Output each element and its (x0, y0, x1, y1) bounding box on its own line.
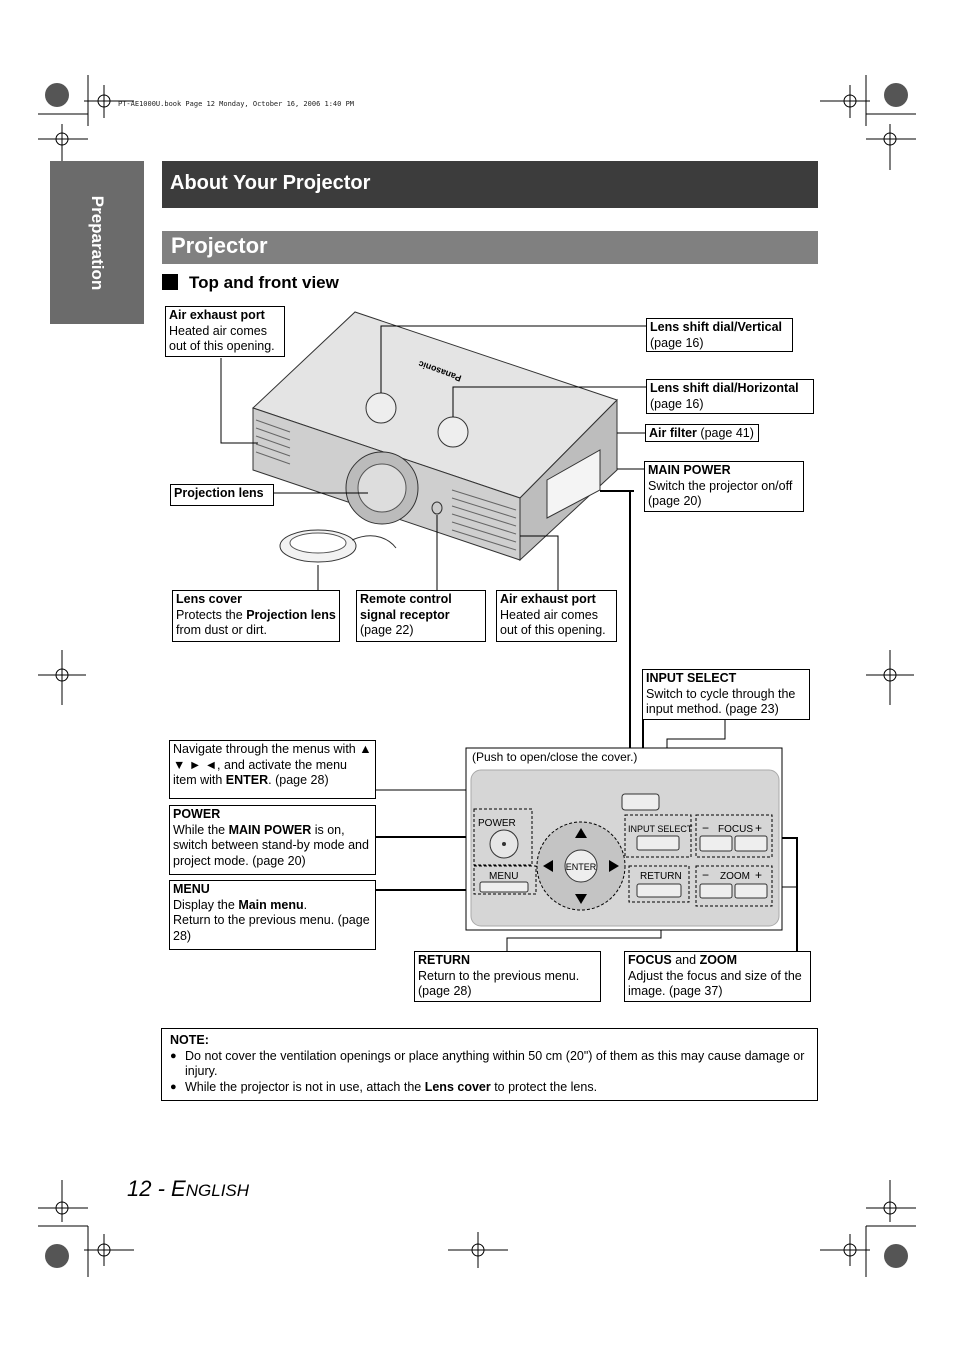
svg-text:FOCUS: FOCUS (718, 824, 753, 835)
panel-power-label: POWER (478, 818, 516, 829)
lens-shift-horizontal-dial (437, 416, 469, 448)
language-label: ENGLISH (171, 1176, 250, 1201)
svg-text:RETURN: RETURN (640, 871, 682, 882)
square-bullet-icon (162, 274, 178, 290)
section-title: Projector (162, 231, 818, 264)
svg-text:INPUT SELECT: INPUT SELECT (628, 824, 693, 834)
callout-menu: MENU Display the Main menu. Return to th… (169, 880, 376, 950)
panel-enter-button (564, 849, 598, 883)
callout-navigate: Navigate through the menus with ▲ ▼ ► ◄,… (169, 740, 376, 799)
svg-text:−: − (702, 821, 709, 835)
note-box: NOTE: Do not cover the ventilation openi… (161, 1028, 818, 1101)
svg-text:ZOOM: ZOOM (720, 871, 750, 882)
note-item: While the projector is not in use, attac… (170, 1080, 809, 1096)
callout-projection-lens: Projection lens (170, 484, 274, 506)
callout-air-exhaust-top: Air exhaust port Heated air comes out of… (165, 306, 285, 357)
callout-lens-shift-horizontal: Lens shift dial/Horizontal (page 16) (646, 379, 814, 414)
svg-text:MENU: MENU (489, 871, 518, 882)
subsection-title: Top and front view (189, 273, 339, 292)
svg-text:+: + (755, 868, 762, 882)
svg-text:ENTER: ENTER (566, 862, 597, 872)
remote-receptor-shape (431, 501, 443, 515)
panel-zoom-plus-button (734, 883, 768, 899)
panel-zoom-minus-button (699, 883, 733, 899)
callout-main-power: MAIN POWER Switch the projector on/off (… (644, 461, 804, 512)
svg-text:+: + (755, 821, 762, 835)
callout-remote-receptor: Remote control signal receptor (page 22) (356, 590, 486, 642)
side-tab: Preparation (50, 161, 144, 324)
note-title: NOTE: (170, 1033, 209, 1047)
lens-shift-vertical-dial (365, 392, 397, 424)
print-info: PT-AE1000U.book Page 12 Monday, October … (118, 100, 355, 108)
callout-focus-zoom: FOCUS and ZOOM Adjust the focus and size… (624, 951, 811, 1002)
panel-focus-plus-button (734, 835, 768, 852)
callout-input-select: INPUT SELECT Switch to cycle through the… (642, 669, 810, 720)
callout-air-filter: Air filter (page 41) (645, 424, 759, 442)
panel-input-select-button (636, 835, 680, 851)
panel-focus-minus-button (699, 835, 733, 852)
panel-menu-button (479, 881, 529, 893)
callout-power: POWER While the MAIN POWER is on, switch… (169, 805, 376, 875)
svg-text:−: − (702, 868, 709, 882)
callout-lens-cover: Lens cover Protects the Projection lens … (172, 590, 340, 642)
note-list: Do not cover the ventilation openings or… (170, 1049, 809, 1096)
callout-return: RETURN Return to the previous menu. (pag… (414, 951, 601, 1002)
page-number: 12 (127, 1176, 152, 1201)
callout-lens-shift-vertical: Lens shift dial/Vertical (page 16) (646, 318, 793, 352)
panel-caption: (Push to open/close the cover.) (472, 750, 637, 764)
chapter-title: About Your Projector (162, 161, 818, 208)
page-footer: 12 - ENGLISH (127, 1176, 250, 1201)
note-item: Do not cover the ventilation openings or… (170, 1049, 809, 1080)
callout-air-exhaust-front: Air exhaust port Heated air comes out of… (496, 590, 617, 642)
air-vents (255, 419, 517, 551)
projector-body (252, 311, 618, 562)
panel-return-button (636, 883, 682, 898)
subsection-heading: Top and front view (162, 273, 339, 295)
